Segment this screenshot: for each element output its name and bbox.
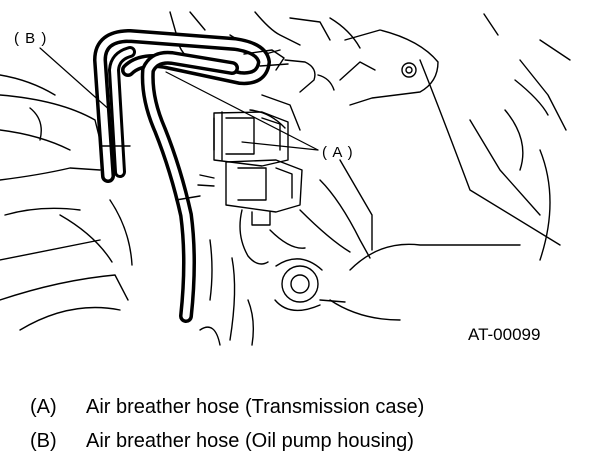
figure-id: AT-00099 <box>468 325 541 344</box>
connector-lower <box>225 159 303 226</box>
legend-text-a: Air breather hose (Transmission case) <box>86 396 425 418</box>
legend-item-b: (B) Air breather hose (Oil pump housing) <box>30 430 414 453</box>
engine-line-drawing <box>0 11 571 346</box>
legend-text-b: Air breather hose (Oil pump housing) <box>86 430 414 452</box>
legend-item-a: (A) Air breather hose (Transmission case) <box>30 396 424 419</box>
air-breather-hose-a <box>140 50 239 323</box>
hose-clamp <box>101 49 289 201</box>
legend-code-a: (A) <box>30 396 57 418</box>
mounting-bracket <box>339 29 439 106</box>
callout-label-b: ( B ) <box>14 30 48 47</box>
leader-lines <box>39 47 319 151</box>
diagram-figure: ( B ) ( A ) AT-00099 <box>0 11 571 346</box>
legend-code-b: (B) <box>30 430 57 452</box>
callout-label-a: ( A ) <box>322 144 354 161</box>
connector-upper <box>197 111 289 187</box>
case-boss <box>274 258 346 312</box>
